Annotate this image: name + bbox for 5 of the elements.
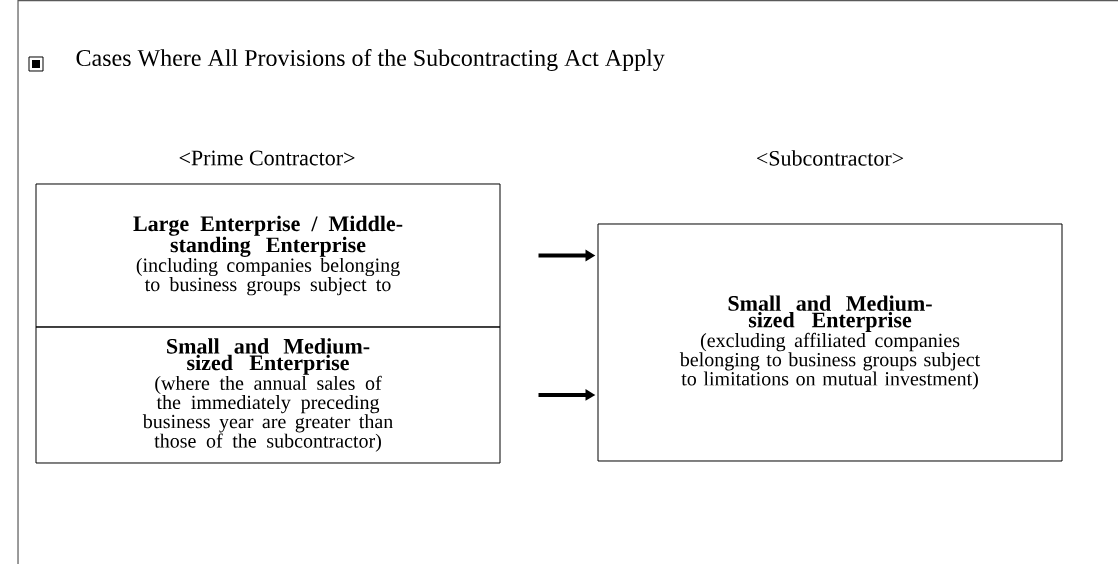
column-heading: <Subcontractor> bbox=[757, 150, 904, 166]
enterprise-box: Large Enterprise / Middle-standing Enterprise (including companies belonging to business groups subject to bbox=[35, 183, 501, 328]
title: Cases Where All Provisions of the Subcontracting Act Apply bbox=[76, 48, 665, 72]
enterprise-box: Small and Medium-sized Enterprise (excluding affiliated companies belonging to business groups subject to limitations on mutual investment) bbox=[597, 223, 1063, 462]
enterprise-box: Small and Medium-sized Enterprise (where the annual sales of the immediately preceding business year are greater than those of the subcontractor) bbox=[35, 326, 501, 464]
